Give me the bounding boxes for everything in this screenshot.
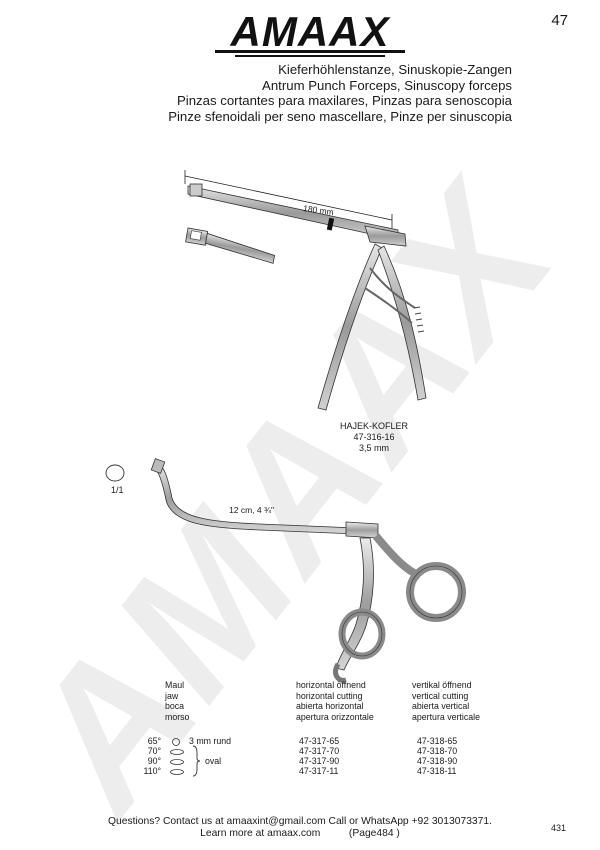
length-label-12cm: 12 cm, 4 ¾" — [229, 505, 275, 515]
hajek-kofler-forceps-drawing — [184, 170, 427, 411]
bottom-page-number: 431 — [550, 823, 566, 833]
header-jaw-it: morso — [165, 711, 190, 722]
page-number: 47 — [551, 12, 568, 29]
footer-website-line: Learn more at amaax.com (Page484 ) — [200, 828, 400, 839]
oval-jaw-icon — [170, 769, 184, 775]
jaw-spec-table: Maul horizontal öffnend vertikal öffnend j… — [165, 680, 522, 722]
code-horizontal: 47-317-11 — [299, 766, 339, 776]
catalog-titles: Kieferhöhlenstanze, Sinuskopie-Zangen An… — [168, 62, 512, 124]
code-vertical: 47-318-90 — [417, 756, 458, 766]
code-horizontal: 47-317-70 — [299, 746, 340, 756]
header-horizontal-it: apertura orizzontale — [296, 711, 374, 722]
scale-label: 1/1 — [111, 485, 124, 495]
angle-value: 110° — [143, 766, 161, 776]
header-jaw-de: Maul — [165, 680, 185, 690]
oval-jaw-icon — [170, 749, 184, 755]
title-de: Kieferhöhlenstanze, Sinuskopie-Zangen — [278, 62, 512, 77]
jaw-size-circle-icon — [105, 464, 125, 482]
header-horizontal-en: horizontal cutting — [296, 690, 363, 701]
angle-value: 70° — [147, 746, 161, 756]
oval-jaw-icon — [170, 759, 184, 765]
code-vertical: 47-318-65 — [417, 736, 458, 746]
header-horizontal-es: abierta horizontal — [296, 701, 364, 712]
code-vertical: 47-318-11 — [417, 766, 457, 776]
logo-text: AMAAX — [230, 8, 392, 55]
jaw-description: oval — [205, 756, 222, 766]
code-horizontal: 47-317-65 — [299, 736, 340, 746]
oval-group-brace-icon — [192, 745, 201, 777]
code-vertical: 47-318-70 — [417, 746, 458, 756]
round-jaw-icon — [172, 738, 180, 746]
header-vertical-en: vertical cutting — [412, 690, 469, 701]
product-code: 47-316-16 — [353, 432, 395, 442]
header-vertical-it: apertura verticale — [412, 711, 480, 722]
header-vertical-es: abierta vertical — [412, 701, 470, 712]
code-horizontal: 47-317-90 — [299, 756, 340, 766]
amaax-logo: AMAAX — [215, 8, 405, 57]
product-size: 3,5 mm — [359, 443, 390, 453]
header-vertical-de: vertikal öffnend — [412, 680, 472, 690]
header-horizontal-de: horizontal öffnend — [296, 680, 366, 690]
angle-value: 65° — [147, 736, 161, 746]
sinuscopy-forceps-drawing — [150, 458, 466, 683]
angle-value: 90° — [147, 756, 161, 766]
header-jaw-en: jaw — [165, 690, 179, 701]
title-es: Pinzas cortantes para maxilares, Pinzas … — [177, 93, 512, 108]
hajek-kofler-info: HAJEK-KOFLER 47-316-16 3,5 mm — [340, 421, 408, 454]
header-jaw-es: boca — [165, 701, 185, 712]
title-it: Pinze sfenoidali per seno mascellare, Pi… — [168, 108, 512, 124]
footer-contact-line: Questions? Contact us at amaaxint@gmail.… — [108, 816, 492, 827]
title-en: Antrum Punch Forceps, Sinuscopy forceps — [262, 77, 512, 93]
product-name: HAJEK-KOFLER — [340, 421, 409, 431]
contact-footer: Questions? Contact us at amaaxint@gmail.… — [0, 816, 600, 840]
jaw-description: 3 mm rund — [189, 736, 232, 746]
